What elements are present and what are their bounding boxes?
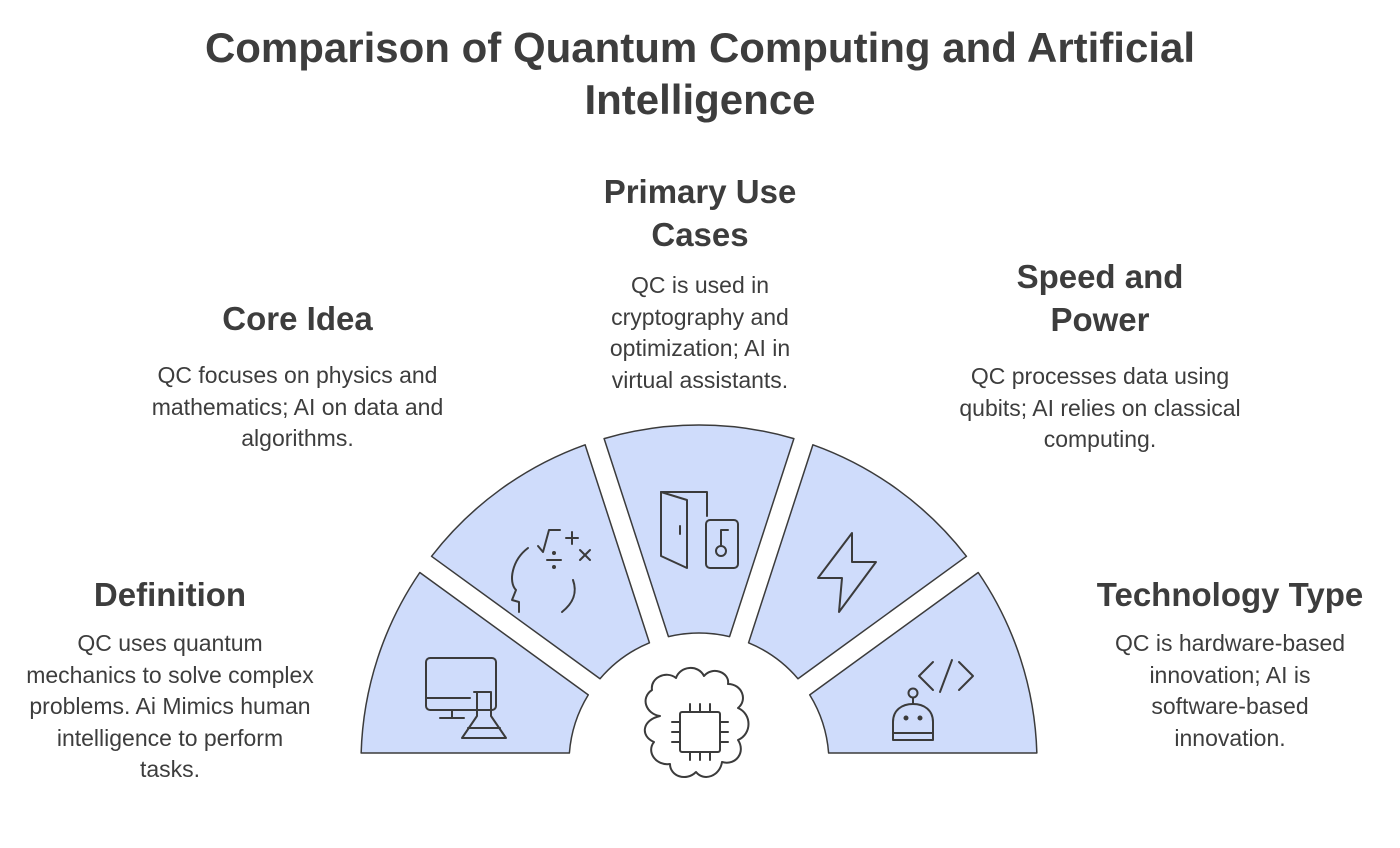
door-key-icon — [660, 491, 739, 569]
robot-code-icon — [892, 659, 974, 741]
speed-and-power-block: Speed and Power QC processes data using … — [950, 255, 1250, 456]
lightning-icon — [817, 532, 877, 613]
brain-chip-icon — [644, 667, 750, 779]
definition-description: QC uses quantum mechanics to solve compl… — [26, 630, 314, 782]
definition-block: Definition QC uses quantum mechanics to … — [25, 573, 315, 786]
segment-technology-type — [808, 571, 1038, 754]
technology-type-description: QC is hardware-based innovation; AI is s… — [1114, 630, 1346, 751]
primary-use-cases-heading: Primary Use Cases — [603, 173, 797, 253]
primary-use-cases-description: QC is used in cryptography and optimizat… — [609, 272, 791, 393]
primary-use-cases-block: Primary Use Cases QC is used in cryptogr… — [550, 170, 850, 396]
technology-type-heading: Technology Type — [1096, 576, 1364, 613]
segment-definition — [360, 571, 590, 754]
head-math-icon — [511, 529, 591, 613]
segment-primary-use-cases — [603, 424, 795, 638]
page-title: Comparison of Quantum Computing and Arti… — [204, 24, 1196, 123]
definition-heading: Definition — [93, 576, 247, 613]
speed-and-power-description: QC processes data using qubits; AI relie… — [959, 363, 1241, 452]
core-idea-heading: Core Idea — [222, 300, 373, 337]
technology-type-block: Technology Type QC is hardware-based inn… — [1085, 573, 1375, 754]
core-idea-block: Core Idea QC focuses on physics and math… — [150, 297, 445, 455]
core-idea-description: QC focuses on physics and mathematics; A… — [151, 362, 444, 451]
segment-core-idea — [430, 444, 651, 680]
segments-group — [360, 424, 1038, 754]
computer-flask-icon — [425, 657, 507, 739]
speed-and-power-heading: Speed and Power — [1016, 258, 1184, 338]
